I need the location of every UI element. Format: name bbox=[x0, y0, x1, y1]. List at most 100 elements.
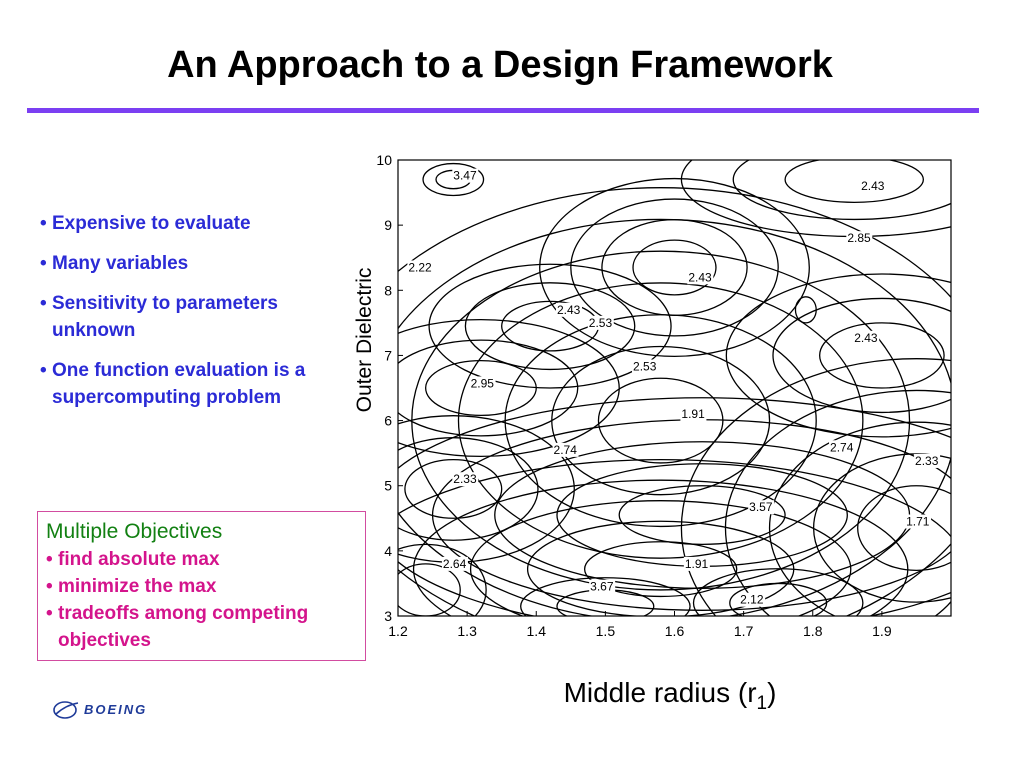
contour-line bbox=[556, 463, 848, 567]
contour-line bbox=[398, 563, 461, 616]
x-tick-label: 1.8 bbox=[803, 623, 823, 639]
contour-line bbox=[398, 397, 951, 616]
contour-line bbox=[457, 282, 864, 559]
contour-line bbox=[732, 160, 951, 221]
x-axis-label: Middle radius (r1) bbox=[564, 677, 777, 714]
objectives-title: Multiple Objectives bbox=[46, 520, 223, 543]
contour-line bbox=[724, 389, 951, 616]
contour-line bbox=[551, 345, 771, 496]
contour-label-bg bbox=[632, 359, 659, 374]
contour-value-label: 2.53 bbox=[589, 316, 613, 330]
contour-line bbox=[398, 318, 620, 458]
contour-value-label: 2.95 bbox=[471, 376, 495, 390]
contour-line bbox=[520, 577, 691, 616]
x-tick-label: 1.4 bbox=[527, 623, 547, 639]
contour-line bbox=[464, 282, 636, 371]
y-axis-label: Outer Dielectric bbox=[353, 268, 376, 413]
x-axis-label-end: ) bbox=[767, 677, 776, 708]
contour-value-label: 2.33 bbox=[915, 454, 939, 468]
contour-line bbox=[404, 459, 503, 519]
contour-line bbox=[601, 218, 748, 317]
bullet-item: Expensive to evaluate bbox=[40, 210, 340, 237]
contour-label-bg bbox=[555, 302, 582, 317]
contour-value-label: 3.67 bbox=[590, 580, 614, 594]
contour-line bbox=[398, 543, 487, 616]
contour-value-label: 2.74 bbox=[554, 443, 578, 457]
contour-label-bg bbox=[552, 442, 579, 457]
contour-line bbox=[772, 297, 951, 414]
contour-value-label: 2.85 bbox=[847, 231, 871, 245]
contour-line bbox=[398, 459, 951, 616]
contour-label-bg bbox=[846, 231, 873, 246]
y-tick-label: 9 bbox=[384, 217, 392, 233]
y-tick-label: 6 bbox=[384, 413, 392, 429]
contour-lines bbox=[398, 160, 951, 616]
contour-value-label: 2.33 bbox=[453, 472, 477, 486]
y-tick-label: 4 bbox=[384, 543, 392, 559]
contour-line bbox=[725, 273, 951, 438]
contour-value-label: 2.74 bbox=[830, 440, 854, 454]
contour-label-bg bbox=[680, 407, 707, 422]
objective-item: minimize the max bbox=[46, 573, 365, 600]
slide-title: An Approach to a Design Framework bbox=[167, 44, 833, 86]
boeing-symbol-icon bbox=[53, 701, 79, 719]
contour-label-bg bbox=[683, 556, 710, 571]
contour-value-label: 2.53 bbox=[633, 360, 657, 374]
contour-value-label: 1.71 bbox=[906, 515, 930, 529]
contour-line bbox=[556, 589, 655, 616]
contour-value-label: 2.64 bbox=[443, 557, 467, 571]
y-tick-label: 3 bbox=[384, 608, 392, 624]
contour-labels: 3.472.432.852.222.432.432.532.432.532.95… bbox=[407, 168, 941, 607]
boeing-wordmark: BOEING bbox=[84, 702, 147, 717]
x-axis-label-main: Middle radius (r bbox=[564, 677, 757, 708]
contour-value-label: 2.43 bbox=[861, 179, 885, 193]
bullet-item: One function evaluation is a supercomput… bbox=[40, 357, 340, 411]
contour-value-label: 2.22 bbox=[408, 260, 432, 274]
y-tick-label: 8 bbox=[384, 282, 392, 298]
objectives-list: find absolute max minimize the max trade… bbox=[46, 546, 365, 654]
contour-line bbox=[768, 421, 951, 616]
bullet-item: Sensitivity to parameters unknown bbox=[40, 290, 340, 344]
contour-line bbox=[428, 263, 672, 389]
contour-line bbox=[539, 177, 810, 358]
contour-label-bg bbox=[452, 472, 479, 487]
contour-line bbox=[398, 218, 951, 616]
contour-line bbox=[680, 358, 951, 616]
contour-label-bg bbox=[748, 500, 775, 515]
contour-line bbox=[398, 187, 951, 616]
contour-line bbox=[422, 162, 485, 197]
contour-line bbox=[469, 500, 852, 616]
contour-label-bg bbox=[441, 556, 468, 571]
contour-line bbox=[583, 541, 738, 598]
contour-value-label: 2.43 bbox=[688, 270, 712, 284]
y-tick-label: 5 bbox=[384, 478, 392, 494]
objective-item: find absolute max bbox=[46, 546, 365, 573]
contour-label-bg bbox=[452, 168, 479, 183]
title-divider bbox=[27, 108, 979, 113]
contour-label-bg bbox=[853, 330, 880, 345]
contour-value-label: 3.57 bbox=[749, 500, 773, 514]
contour-label-bg bbox=[829, 440, 856, 455]
contour-line bbox=[618, 485, 786, 545]
contour-value-label: 2.43 bbox=[557, 303, 581, 317]
contour-line bbox=[411, 250, 911, 591]
contour-value-label: 2.12 bbox=[740, 593, 764, 607]
y-tick-label: 10 bbox=[376, 152, 392, 168]
x-tick-label: 1.7 bbox=[734, 623, 754, 639]
contour-value-label: 3.47 bbox=[453, 169, 477, 183]
x-tick-label: 1.5 bbox=[596, 623, 616, 639]
contour-line bbox=[784, 160, 924, 203]
boeing-logo: BOEING bbox=[53, 701, 147, 719]
contour-line bbox=[729, 582, 828, 616]
contour-label-bg bbox=[589, 579, 616, 594]
x-tick-label: 1.6 bbox=[665, 623, 685, 639]
contour-value-label: 1.91 bbox=[685, 557, 709, 571]
x-tick-label: 1.2 bbox=[388, 623, 408, 639]
contour-value-label: 1.91 bbox=[681, 407, 705, 421]
contour-label-bg bbox=[587, 315, 614, 330]
contour-label-bg bbox=[407, 260, 434, 275]
contour-label-bg bbox=[687, 270, 714, 285]
bullet-item: Many variables bbox=[40, 250, 340, 277]
